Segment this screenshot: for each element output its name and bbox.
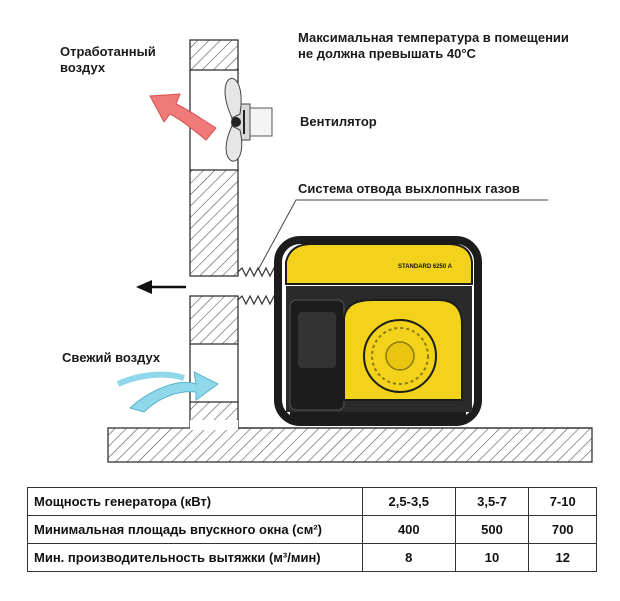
spec-table: Мощность генератора (кВт) 2,5-3,5 3,5-7 …	[27, 487, 597, 572]
table-cell-value: 8	[362, 543, 456, 572]
table-cell-value: 700	[528, 515, 597, 544]
max-temp-note: Максимальная температура в помещении не …	[298, 30, 598, 62]
table-cell-value: 7-10	[528, 487, 597, 516]
fan-label: Вентилятор	[300, 114, 377, 129]
table-cell-value: 2,5-3,5	[362, 487, 456, 516]
fan-icon	[224, 77, 273, 162]
table-cell-param: Мощность генератора (кВт)	[27, 487, 363, 516]
table-cell-value: 500	[454, 515, 530, 544]
table-row: Мин. производительность вытяжки (м³/мин)…	[27, 543, 597, 572]
exhaust-air-label: Отработанный воздух	[60, 44, 180, 76]
floor	[107, 420, 593, 463]
fresh-air-label: Свежий воздух	[62, 350, 161, 365]
exhaust-air-arrow	[149, 93, 217, 141]
max-temp-note-line1: Максимальная температура в помещении	[298, 30, 569, 45]
generator: STANDARD 6250 A	[274, 236, 482, 426]
generator-model: STANDARD 6250 A	[398, 264, 453, 270]
leader-lines	[257, 199, 548, 271]
exhaust-air-label-line1: Отработанный	[60, 44, 156, 59]
fresh-air-arrow	[128, 371, 219, 413]
max-temp-note-line2: не должна превышать 40°С	[298, 46, 476, 61]
table-cell-value: 3,5-7	[454, 487, 530, 516]
table-cell-value: 12	[528, 543, 597, 572]
table-row: Мощность генератора (кВт) 2,5-3,5 3,5-7 …	[27, 487, 597, 516]
table-cell-param: Минимальная площадь впускного окна (см²)	[27, 515, 363, 544]
ventilation-diagram: STANDARD 6250 A	[107, 39, 593, 463]
exhaust-out-arrow	[136, 280, 186, 294]
table-row: Минимальная площадь впускного окна (см²)…	[27, 515, 597, 544]
table-cell-value: 400	[362, 515, 456, 544]
exhaust-air-label-line2: воздух	[60, 60, 106, 75]
exhaust-pipe	[237, 266, 279, 306]
table-cell-param: Мин. производительность вытяжки (м³/мин)	[27, 543, 363, 572]
table-cell-value: 10	[454, 543, 530, 572]
exhaust-system-label: Система отвода выхлопных газов	[298, 181, 520, 196]
